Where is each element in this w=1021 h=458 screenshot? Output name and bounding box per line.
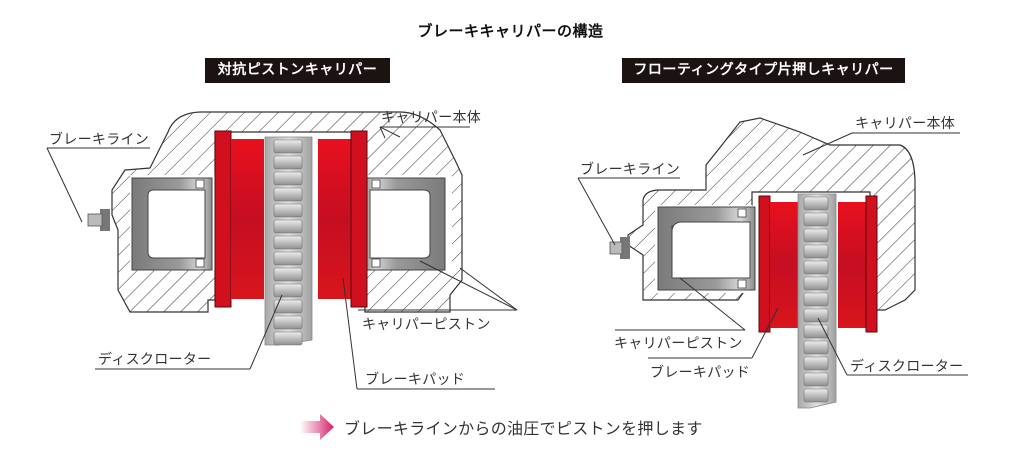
brake-line-fitting-right (609, 237, 630, 259)
brake-pads-left (214, 130, 368, 308)
footer-note: ブレーキラインからの油圧でピストンを押します (300, 413, 703, 441)
label-caliper-body-right: キャリパー本体 (855, 116, 956, 132)
label-disc-rotor-right: ディスクローター (850, 359, 964, 375)
label-brake-pad-left: ブレーキパッド (365, 372, 466, 388)
label-caliper-piston-left: キャリパーピストン (362, 317, 491, 333)
diagram-title: ブレーキキャリパーの構造 (417, 22, 604, 40)
footer-text: ブレーキラインからの油圧でピストンを押します (344, 419, 703, 438)
section-label-floating-caliper: フローティングタイプ片押しキャリパー (622, 58, 905, 83)
label-disc-rotor-left: ディスクローター (98, 352, 212, 368)
leader-lines (46, 126, 968, 390)
disc-rotor-right (797, 193, 837, 409)
arrow-right-icon (300, 414, 334, 440)
label-brake-line-left: ブレーキライン (49, 132, 150, 148)
left-caliper-piston (131, 177, 213, 271)
disc-rotor-left (264, 136, 313, 346)
brake-line-fitting-left (87, 209, 110, 231)
section-label-opposed-caliper: 対抗ピストンキャリパー (205, 58, 390, 83)
label-brake-pad-right: ブレーキパッド (650, 365, 751, 381)
label-caliper-body-left: キャリパー本体 (381, 110, 482, 126)
floating-caliper-piston (657, 206, 756, 291)
brake-pads-right (758, 195, 878, 333)
label-brake-line-right: ブレーキライン (580, 162, 681, 178)
label-caliper-piston-right: キャリパーピストン (614, 336, 743, 352)
